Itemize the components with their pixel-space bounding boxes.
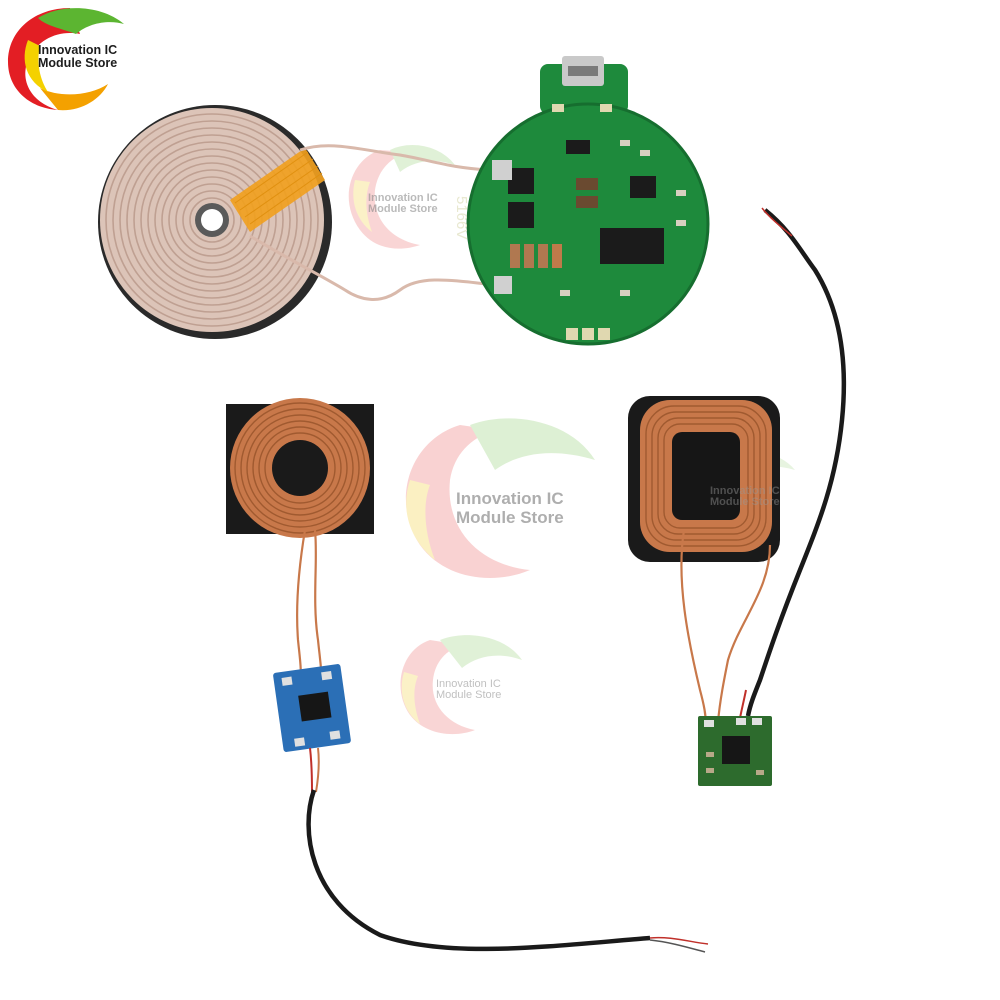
watermark-logo-medium — [400, 635, 522, 735]
watermark-line1: Innovation IC — [456, 489, 564, 508]
coil-lead-wires-top — [249, 144, 496, 301]
store-logo-line2: Module Store — [38, 56, 118, 70]
watermark-line1: Innovation IC — [710, 485, 780, 497]
receiver-coil-square — [226, 398, 374, 538]
watermark-line2: Module Store — [710, 496, 780, 508]
receiver-coil-rectangular — [628, 396, 780, 562]
watermark-line2: Module Store — [456, 508, 564, 527]
watermark-text-large: Innovation IC Module Store — [456, 489, 564, 527]
watermark-line1: Innovation IC — [436, 678, 501, 690]
watermark-text-small: Innovation IC Module Store — [368, 193, 438, 215]
watermark-logo-large — [405, 418, 595, 578]
store-logo-text: Innovation IC Module Store — [38, 44, 117, 70]
watermark-text-medium: Innovation IC Module Store — [436, 679, 501, 701]
output-cable-left — [306, 747, 709, 953]
store-logo — [8, 8, 124, 111]
pcb-silkscreen-label: 5166V — [453, 196, 470, 240]
receiver-module-blue — [273, 664, 351, 752]
receiver-lead-wires-left — [296, 529, 324, 691]
transmitter-coil — [98, 105, 332, 339]
output-cable-right — [739, 207, 847, 719]
watermark-line2: Module Store — [368, 203, 438, 215]
receiver-lead-wires-right — [680, 529, 772, 727]
store-logo-line1: Innovation IC — [38, 43, 118, 57]
watermark-line2: Module Store — [436, 689, 502, 701]
watermark-line1: Innovation IC — [368, 192, 438, 204]
watermark-text-right: Innovation IC Module Store — [710, 486, 780, 508]
transmitter-pcb — [466, 56, 710, 346]
receiver-module-green — [698, 716, 772, 786]
